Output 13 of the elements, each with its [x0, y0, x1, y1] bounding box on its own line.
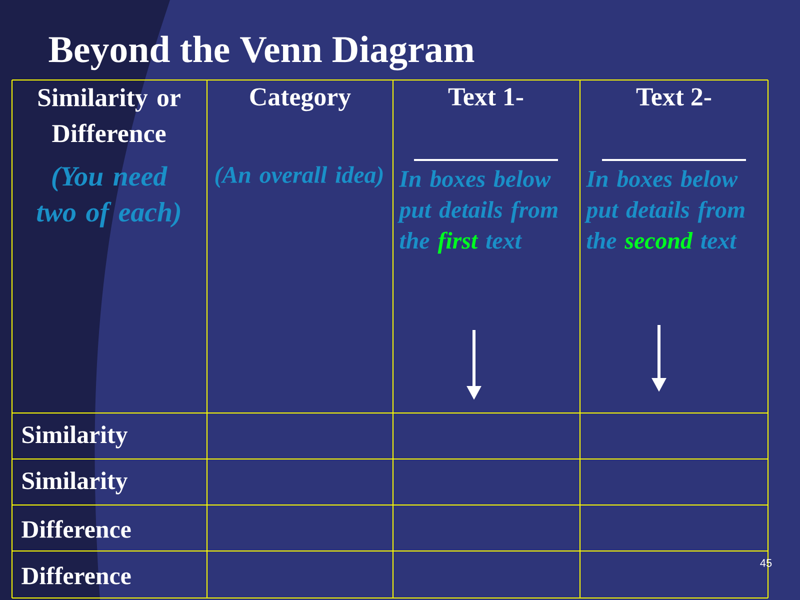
- row-label: Difference: [22, 566, 131, 584]
- row-label: Difference: [22, 520, 131, 538]
- row-label: Similarity: [22, 472, 128, 494]
- column-heading: Similarity or Difference: [38, 88, 180, 142]
- hint-text: (You need two of each): [37, 166, 180, 228]
- column-heading: Text 1-: [448, 88, 524, 106]
- row-label: Similarity: [22, 426, 128, 448]
- column-heading: Text 2-: [636, 88, 712, 106]
- hint-text: In boxes below put details from the second text: [584, 170, 744, 249]
- column-heading: Category: [250, 88, 351, 112]
- hint-text: In boxes below put details from the first text: [398, 170, 558, 254]
- hint-text: (An overall idea): [215, 166, 383, 188]
- slide-title: Beyond the Venn Diagram: [48, 36, 474, 70]
